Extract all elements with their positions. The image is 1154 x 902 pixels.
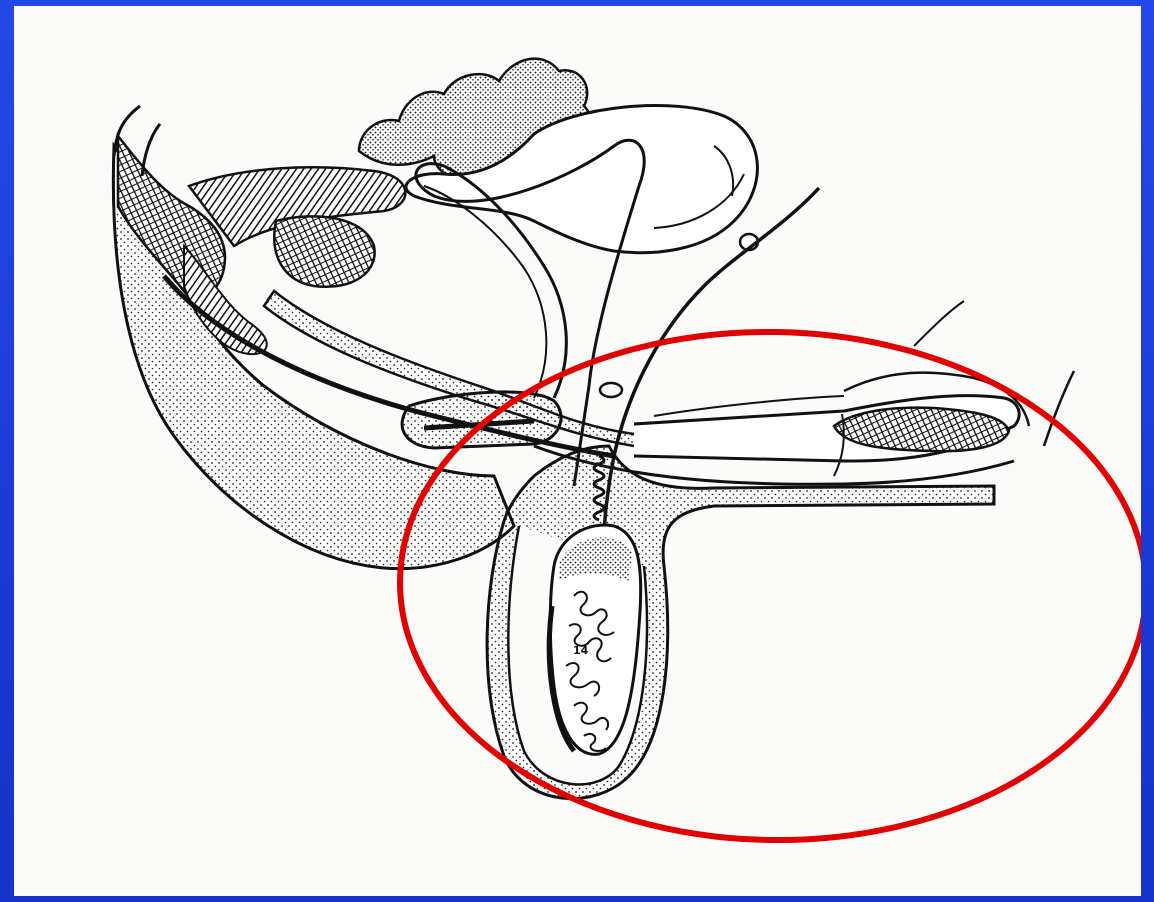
anatomical-diagram	[14, 6, 1141, 896]
glans-prepuce	[834, 408, 1009, 452]
figure-panel: 14	[14, 6, 1141, 896]
figure-label: 14	[573, 644, 588, 657]
hatched-block	[274, 216, 374, 286]
